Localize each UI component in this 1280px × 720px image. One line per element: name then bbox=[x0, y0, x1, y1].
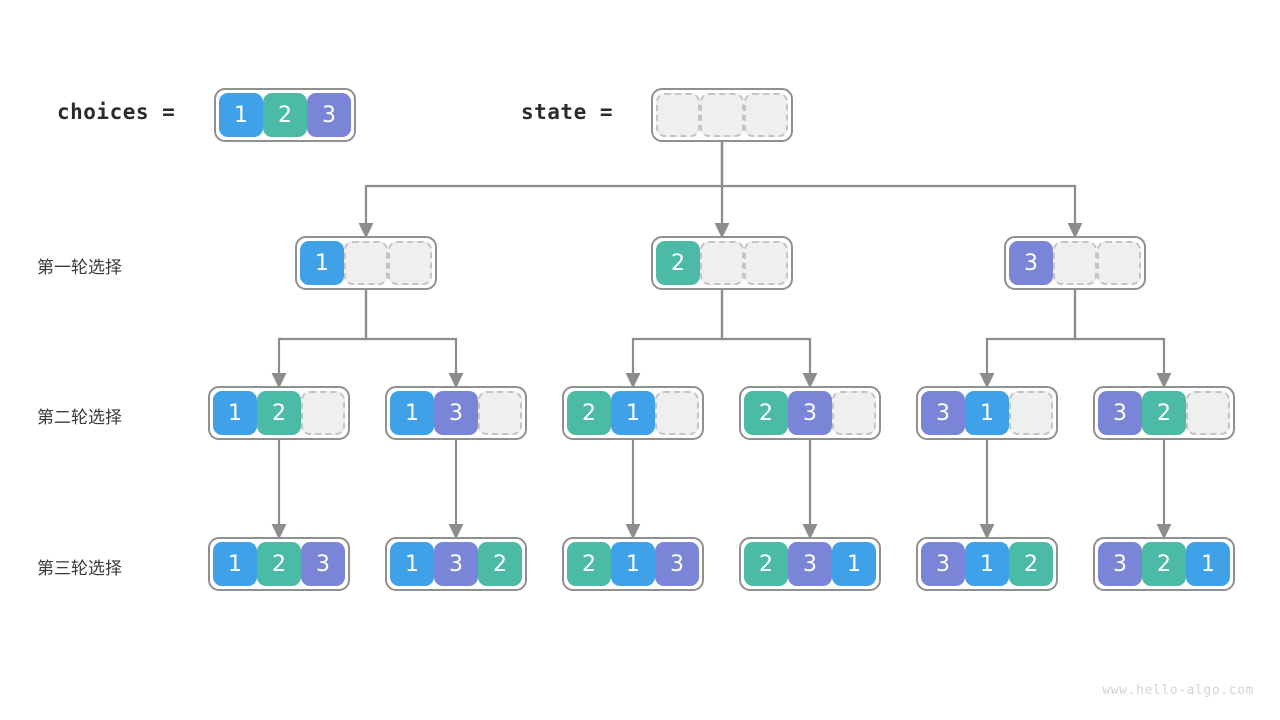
level2-1-cell-1: 3 bbox=[434, 391, 478, 435]
state-cell-1 bbox=[700, 93, 744, 137]
level1-1-cell-0: 2 bbox=[656, 241, 700, 285]
watermark: www.hello-algo.com bbox=[1102, 683, 1254, 698]
level2-3-cell-1: 3 bbox=[788, 391, 832, 435]
choices-cell-2: 3 bbox=[307, 93, 351, 137]
level3-0-cell-1: 2 bbox=[257, 542, 301, 586]
level1-2-cell-0: 3 bbox=[1009, 241, 1053, 285]
level1-0-cell-2 bbox=[388, 241, 432, 285]
level3-5-cell-0: 3 bbox=[1098, 542, 1142, 586]
choices-cell-1: 2 bbox=[263, 93, 307, 137]
level2-2-cell-2 bbox=[655, 391, 699, 435]
level1-0-cell-0: 1 bbox=[300, 241, 344, 285]
state-cell-0 bbox=[656, 93, 700, 137]
level3-5-cell-1: 2 bbox=[1142, 542, 1186, 586]
level1-2-cell-1 bbox=[1053, 241, 1097, 285]
level3-1-cell-0: 1 bbox=[390, 542, 434, 586]
level3-1-cell-1: 3 bbox=[434, 542, 478, 586]
state-array-root bbox=[651, 88, 793, 142]
choices-cell-0: 1 bbox=[219, 93, 263, 137]
level3-2-cell-2: 3 bbox=[655, 542, 699, 586]
level2-1-cell-2 bbox=[478, 391, 522, 435]
level1-2-cell-2 bbox=[1097, 241, 1141, 285]
tree-edges bbox=[271, 136, 1172, 540]
level3-3-cell-2: 1 bbox=[832, 542, 876, 586]
row-label-round-3: 第三轮选择 bbox=[37, 559, 122, 579]
level3-3-cell-1: 3 bbox=[788, 542, 832, 586]
level3-0-cell-2: 3 bbox=[301, 542, 345, 586]
level2-0-cell-2 bbox=[301, 391, 345, 435]
tree-edge bbox=[979, 287, 1077, 389]
level2-0-cell-0: 1 bbox=[213, 391, 257, 435]
row-label-round-2: 第二轮选择 bbox=[37, 408, 122, 428]
level2-5-cell-1: 2 bbox=[1142, 391, 1186, 435]
state-cell-2 bbox=[744, 93, 788, 137]
level2-2-cell-1: 1 bbox=[611, 391, 655, 435]
level3-0-cell-0: 1 bbox=[213, 542, 257, 586]
tree-edge bbox=[1073, 287, 1172, 389]
choices-label: choices = bbox=[57, 100, 176, 124]
level2-3-cell-0: 2 bbox=[744, 391, 788, 435]
tree-edge bbox=[271, 287, 368, 389]
level1-0-cell-1 bbox=[344, 241, 388, 285]
level1-node-0: 1 bbox=[295, 236, 437, 290]
level3-4-cell-2: 2 bbox=[1009, 542, 1053, 586]
tree-edge bbox=[720, 136, 1083, 239]
level2-0-cell-1: 2 bbox=[257, 391, 301, 435]
level1-1-cell-2 bbox=[744, 241, 788, 285]
level3-2-cell-0: 2 bbox=[567, 542, 611, 586]
level1-node-1: 2 bbox=[651, 236, 793, 290]
level3-4-cell-1: 1 bbox=[965, 542, 1009, 586]
level2-4-cell-0: 3 bbox=[921, 391, 965, 435]
level3-5-cell-2: 1 bbox=[1186, 542, 1230, 586]
row-label-round-1: 第一轮选择 bbox=[37, 258, 122, 278]
level3-1-cell-2: 2 bbox=[478, 542, 522, 586]
level2-4-cell-2 bbox=[1009, 391, 1053, 435]
level2-1-cell-0: 1 bbox=[390, 391, 434, 435]
level2-3-cell-2 bbox=[832, 391, 876, 435]
tree-edge bbox=[625, 287, 724, 389]
level2-5-cell-2 bbox=[1186, 391, 1230, 435]
state-label: state = bbox=[521, 100, 614, 124]
level3-2-cell-1: 1 bbox=[611, 542, 655, 586]
level2-4-cell-1: 1 bbox=[965, 391, 1009, 435]
level2-2-cell-0: 2 bbox=[567, 391, 611, 435]
level3-4-cell-0: 3 bbox=[921, 542, 965, 586]
level1-node-2: 3 bbox=[1004, 236, 1146, 290]
tree-edge bbox=[358, 136, 724, 239]
level3-3-cell-0: 2 bbox=[744, 542, 788, 586]
tree-edge bbox=[364, 287, 464, 389]
level2-5-cell-0: 3 bbox=[1098, 391, 1142, 435]
level1-1-cell-1 bbox=[700, 241, 744, 285]
tree-edge bbox=[720, 287, 818, 389]
